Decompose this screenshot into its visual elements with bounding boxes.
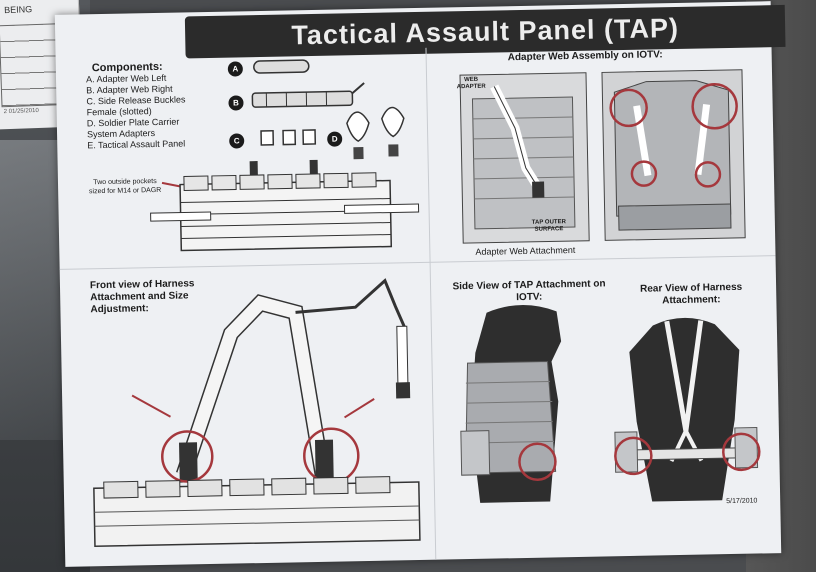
adapter-web-attachment-illustration [459, 72, 590, 244]
side-document-word: BEING [3, 4, 33, 16]
web-adapter-label: WEB ADAPTER [456, 76, 486, 91]
components-list: A. Adapter Web Left B. Adapter Web Right… [86, 72, 227, 152]
component-item: E. Tactical Assault Panel [87, 138, 186, 151]
iotv-side-view-illustration [460, 305, 562, 503]
iotv-vest-web-assembly-illustration [601, 69, 746, 241]
tactical-assault-panel-illustration [150, 159, 420, 252]
adapter-web-illustration [251, 59, 405, 160]
harness-rear-view-illustration [614, 317, 761, 502]
rear-view-title: Rear View of Harness Attachment: [639, 281, 743, 307]
page-title: Tactical Assault Panel (TAP) [291, 12, 680, 50]
title-banner: Tactical Assault Panel (TAP) [184, 4, 786, 59]
badge-b: B [228, 95, 244, 111]
adapter-web-title: Adapter Web Assembly on IOTV: [507, 49, 663, 64]
revision-date: 5/17/2010 [726, 497, 758, 506]
harness-front-view-illustration [93, 278, 421, 548]
side-document-date: 2 01/25/2010 [3, 107, 39, 116]
fold-line-horizontal [59, 255, 776, 270]
instruction-sheet: Tactical Assault Panel (TAP) Components:… [54, 1, 786, 567]
tap-outer-surface-label: TAP OUTER SURFACE [531, 219, 566, 233]
adapter-web-caption: Adapter Web Attachment [475, 244, 576, 257]
badge-c: C [229, 133, 245, 149]
badge-a: A [227, 61, 243, 77]
